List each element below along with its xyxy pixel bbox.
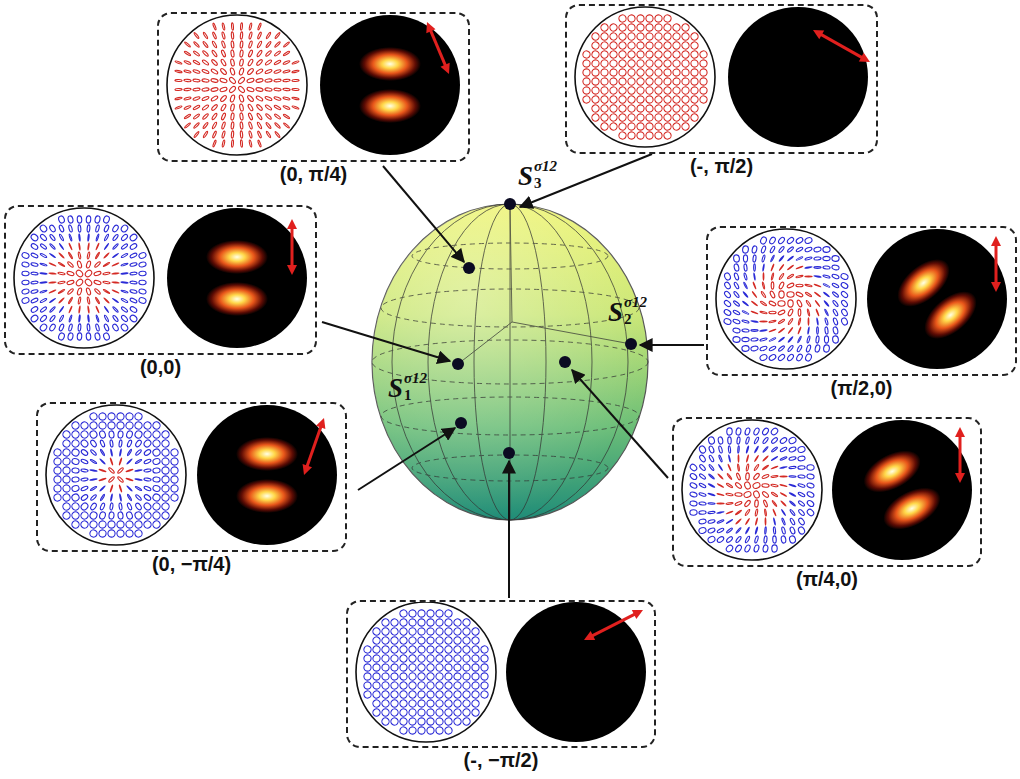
polarization-map bbox=[575, 7, 715, 147]
beam-illustration bbox=[708, 228, 1015, 374]
axis-label: Sσ122 bbox=[608, 294, 647, 330]
polarization-arrow bbox=[426, 22, 449, 74]
dashed-frame bbox=[4, 205, 317, 355]
stokes-symbol: S bbox=[518, 161, 533, 191]
polarization-map bbox=[46, 405, 186, 545]
index-stack: σ122 bbox=[624, 294, 647, 328]
polarization-arrow bbox=[955, 427, 965, 483]
state-dots bbox=[452, 198, 637, 459]
axis-label: Sσ123 bbox=[518, 158, 557, 194]
polarization-map bbox=[356, 602, 496, 742]
index-stack: σ121 bbox=[404, 370, 427, 404]
polarization-arrow bbox=[991, 236, 1001, 292]
dashed-frame bbox=[672, 417, 982, 567]
stokes-symbol: S bbox=[388, 373, 403, 403]
subscript: 2 bbox=[624, 310, 647, 328]
dashed-frame bbox=[706, 226, 1017, 376]
state-coordinates: (-, −π/2) bbox=[346, 749, 656, 771]
superscript: σ12 bbox=[534, 158, 557, 174]
subscript: 3 bbox=[534, 174, 557, 192]
intensity-profile bbox=[197, 405, 337, 545]
intensity-profile bbox=[832, 420, 972, 560]
state-panel: (π/2,0) bbox=[706, 226, 1017, 399]
intensity-profile bbox=[320, 15, 460, 155]
polarization-arrow bbox=[287, 219, 297, 275]
polarization-arrow bbox=[813, 30, 870, 62]
beam-illustration bbox=[674, 419, 980, 565]
polarization-arrow bbox=[303, 418, 326, 475]
polarization-map bbox=[682, 420, 822, 560]
intensity-profile bbox=[167, 208, 307, 348]
state-panel: (0, π/4) bbox=[157, 12, 470, 185]
state-coordinates: (0,0) bbox=[4, 356, 317, 378]
stokes-symbol: S bbox=[608, 297, 623, 327]
state-panel: (-, −π/2) bbox=[346, 600, 656, 771]
beam-illustration bbox=[348, 602, 654, 746]
axis-label: Sσ121 bbox=[388, 370, 427, 406]
state-panel: (0,0) bbox=[4, 205, 317, 378]
superscript: σ12 bbox=[624, 294, 647, 310]
dashed-frame bbox=[157, 12, 470, 162]
intensity-profile bbox=[728, 7, 868, 147]
state-coordinates: (π/4,0) bbox=[672, 568, 982, 590]
superscript: σ12 bbox=[404, 370, 427, 386]
dashed-frame bbox=[36, 402, 347, 552]
polarization-map bbox=[14, 208, 154, 348]
polarization-map bbox=[716, 229, 856, 369]
beam-illustration bbox=[159, 14, 468, 160]
index-stack: σ123 bbox=[534, 158, 557, 192]
beam-illustration bbox=[38, 404, 345, 550]
state-coordinates: (0, −π/4) bbox=[36, 553, 347, 575]
polarization-map bbox=[167, 15, 307, 155]
leader-arrows bbox=[322, 154, 704, 598]
intensity-profile bbox=[867, 229, 1007, 369]
state-coordinates: (-, π/2) bbox=[565, 155, 878, 177]
intensity-profile bbox=[506, 602, 646, 742]
state-panel: (π/4,0) bbox=[672, 417, 982, 590]
state-panel: (0, −π/4) bbox=[36, 402, 347, 575]
state-coordinates: (0, π/4) bbox=[157, 163, 470, 185]
dashed-frame bbox=[346, 600, 656, 748]
beam-illustration bbox=[6, 207, 315, 353]
beam-illustration bbox=[567, 6, 876, 152]
state-panel: (-, π/2) bbox=[565, 4, 878, 177]
dashed-frame bbox=[565, 4, 878, 154]
state-coordinates: (π/2,0) bbox=[706, 377, 1017, 399]
polarization-arrow bbox=[584, 610, 643, 640]
subscript: 1 bbox=[404, 386, 427, 404]
